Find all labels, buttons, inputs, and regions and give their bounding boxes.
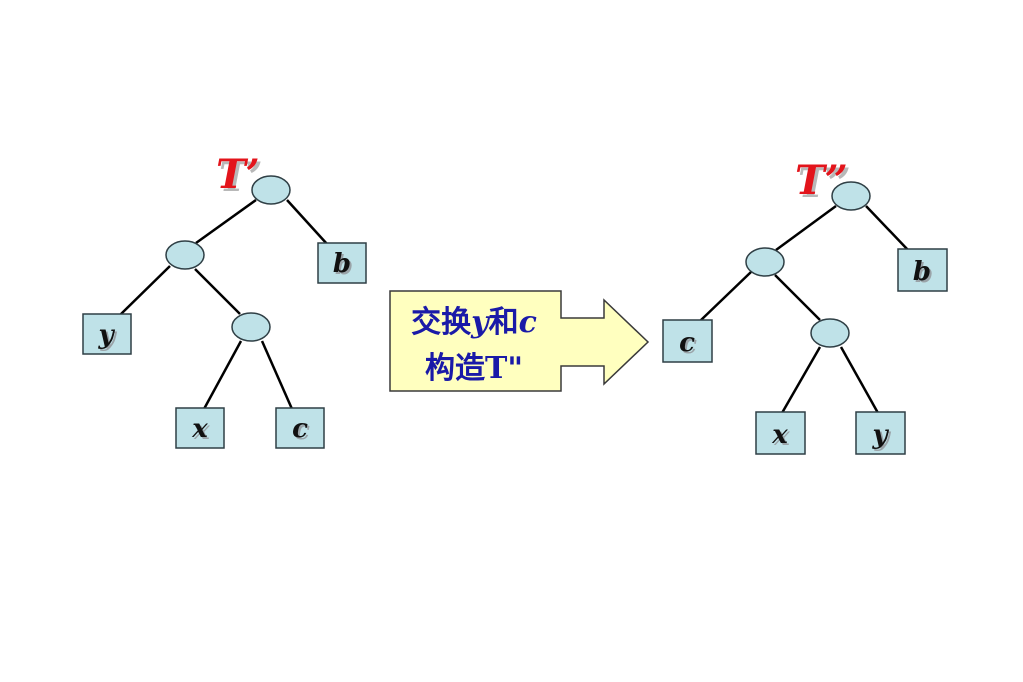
right-leaf-b-label: b bbox=[913, 257, 931, 287]
callout-line-1-part-a: 交换 bbox=[411, 305, 472, 340]
left-inner-node bbox=[165, 240, 205, 270]
left-edge-inner2-x bbox=[202, 340, 243, 410]
left-edge-inner2-c bbox=[260, 340, 294, 410]
right-tree-title-shadow: T” bbox=[798, 160, 851, 207]
left-leaf-x-label: x bbox=[191, 414, 208, 444]
callout-line-1-part-b: y bbox=[470, 305, 491, 340]
left-edge-root-b bbox=[286, 199, 328, 245]
right-root-node bbox=[831, 181, 871, 211]
left-root-node bbox=[251, 175, 291, 205]
right-inner-node bbox=[745, 247, 785, 277]
right-inner-node-2 bbox=[810, 318, 850, 348]
right-leaf-c-shadow: c bbox=[681, 330, 697, 360]
right-edge-inner2-y bbox=[839, 346, 880, 414]
left-tree-title-shadow: T’ bbox=[219, 154, 263, 201]
left-edge-inner-inner2 bbox=[194, 268, 241, 315]
right-leaf-b-shadow: b bbox=[915, 259, 933, 289]
callout-line-1: 交换y和c bbox=[411, 305, 537, 340]
right-edge-inner-inner2 bbox=[774, 274, 821, 321]
left-inner-node-2 bbox=[231, 312, 271, 342]
right-edge-root-inner bbox=[775, 204, 837, 252]
right-tree-title: T” bbox=[795, 157, 848, 204]
callout-line-1-part-d: c bbox=[519, 305, 537, 340]
callout-line-2: 构造T" bbox=[425, 351, 523, 386]
right-leaf-c-label: c bbox=[679, 328, 695, 358]
right-leaf-x-shadow: x bbox=[773, 422, 790, 452]
right-leaf-c: c c bbox=[662, 319, 713, 363]
left-edge-inner-y bbox=[119, 265, 171, 316]
left-leaf-x-shadow: x bbox=[193, 416, 210, 446]
left-leaf-y: y y bbox=[82, 313, 132, 355]
left-leaf-c-shadow: c bbox=[294, 416, 310, 446]
left-leaf-y-label: y bbox=[97, 320, 115, 350]
left-edge-root-inner bbox=[195, 198, 257, 245]
right-tree: c c b b x x y y T” T” bbox=[662, 157, 948, 455]
callout-arrow-shape bbox=[389, 290, 650, 392]
right-leaf-b: b b bbox=[897, 248, 948, 292]
left-leaf-y-shadow: y bbox=[99, 322, 117, 352]
right-leaf-x-label: x bbox=[771, 420, 788, 450]
right-leaf-x: x x bbox=[755, 411, 806, 455]
right-leaf-y: y y bbox=[855, 411, 906, 455]
left-tree: y y b b x x c c T’ T’ bbox=[82, 151, 367, 449]
left-leaf-b: b b bbox=[317, 242, 367, 284]
left-leaf-c: c c bbox=[275, 407, 325, 449]
right-edge-inner2-x bbox=[780, 346, 822, 414]
right-edge-root-b bbox=[865, 205, 909, 251]
left-leaf-b-label: b bbox=[333, 249, 351, 279]
left-tree-title: T’ bbox=[216, 151, 260, 198]
right-edge-inner-c bbox=[699, 271, 752, 322]
swap-callout: 交换y和c 构造T" bbox=[389, 290, 650, 392]
left-leaf-x: x x bbox=[175, 407, 225, 449]
left-leaf-c-label: c bbox=[292, 414, 308, 444]
left-leaf-b-shadow: b bbox=[335, 251, 353, 281]
right-leaf-y-label: y bbox=[871, 420, 889, 450]
callout-line-1-part-c: 和 bbox=[489, 305, 519, 340]
right-leaf-y-shadow: y bbox=[873, 422, 891, 452]
